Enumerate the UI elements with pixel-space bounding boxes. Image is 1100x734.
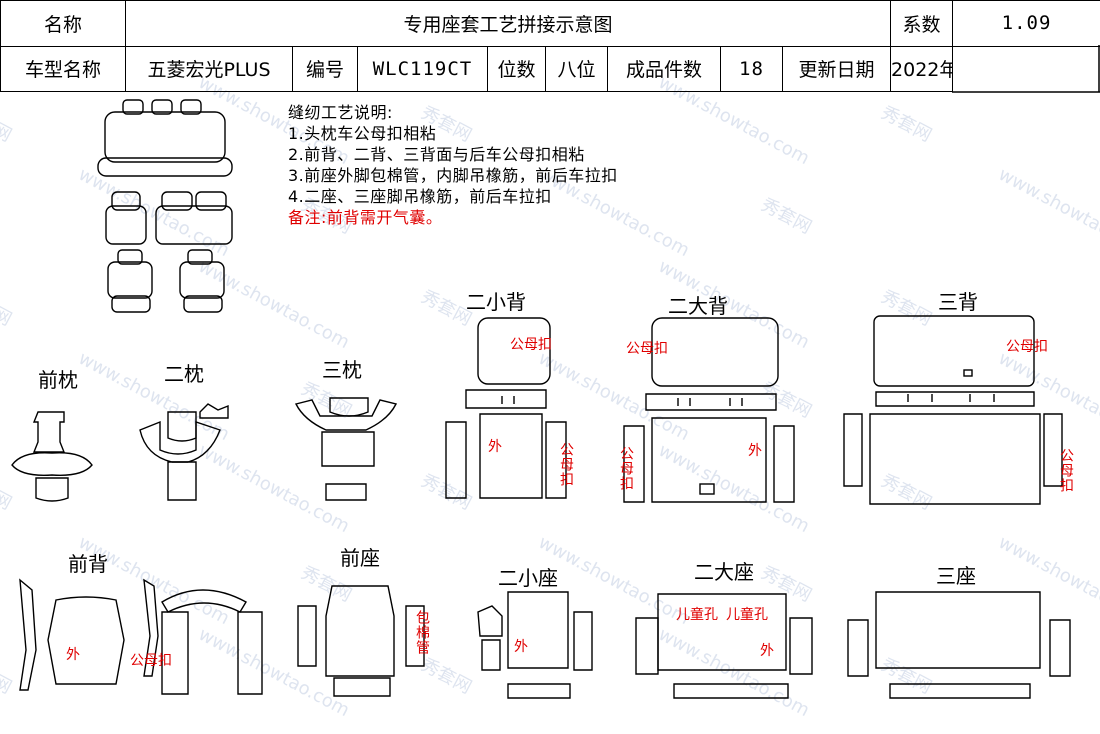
pieces-value: 18 <box>720 45 783 92</box>
annotation-snap-vertical: 公母扣 <box>618 446 634 491</box>
header-table: 名称 专用座套工艺拼接示意图 系数 1.09 车型名称 五菱宏光PLUS 编号 … <box>0 0 1100 92</box>
annotation-snap: 公母扣 <box>1006 339 1048 355</box>
update-date-value: 2022年11月17日 <box>890 45 954 92</box>
annotation-snap: 公母扣 <box>626 341 668 357</box>
annotation-foam-tube: 包棉管 <box>414 610 430 655</box>
label-front-pillow: 前枕 <box>38 368 78 392</box>
annotation-child-hole: 儿童孔 <box>676 607 718 623</box>
front-seat-pieces <box>297 585 425 697</box>
label-third-back: 三背 <box>938 290 978 314</box>
label-third-pillow: 三枕 <box>322 358 362 382</box>
coef-value: 1.09 <box>952 0 1100 47</box>
seat-overview-diagram <box>97 99 233 313</box>
annotation-snap-vertical: 公母扣 <box>1058 448 1074 493</box>
annotation-outer: 外 <box>760 643 774 659</box>
code-value: WLC119CT <box>357 45 488 92</box>
label-second-big-seat: 二大座 <box>694 560 754 584</box>
second-big-seat-pieces <box>635 593 813 699</box>
annotation-outer: 外 <box>748 443 762 459</box>
label-second-small-seat: 二小座 <box>498 566 558 590</box>
seat-count-value: 八位 <box>545 45 608 92</box>
front-back-pieces <box>19 578 263 695</box>
note-item: 1.头枕车公母扣相粘 <box>288 124 437 143</box>
seat-count-label: 位数 <box>487 45 546 92</box>
update-date-label: 更新日期 <box>781 45 892 92</box>
third-back-pieces <box>843 315 1063 505</box>
notes-title: 缝纫工艺说明: <box>288 103 393 122</box>
annotation-outer: 外 <box>66 647 80 663</box>
second-pillow-pieces <box>139 403 229 501</box>
pieces-label: 成品件数 <box>607 45 721 92</box>
name-label: 名称 <box>0 0 126 47</box>
label-second-big-back: 二大背 <box>668 294 728 318</box>
annotation-outer: 外 <box>488 439 502 455</box>
front-pillow-pieces <box>11 411 93 502</box>
note-item: 3.前座外脚包棉管，内脚吊橡筋，前后车拉扣 <box>288 166 618 185</box>
label-front-back: 前背 <box>68 552 108 576</box>
annotation-snap: 公母扣 <box>130 653 172 669</box>
annotation-snap-vertical: 公母扣 <box>558 442 574 487</box>
annotation-child-hole: 儿童孔 <box>726 607 768 623</box>
label-second-small-back: 二小背 <box>466 290 526 314</box>
notes-remark: 备注:前背需开气囊。 <box>288 208 443 227</box>
second-big-back-pieces <box>623 317 795 503</box>
annotation-outer: 外 <box>514 639 528 655</box>
label-front-seat: 前座 <box>340 546 380 570</box>
code-label: 编号 <box>292 45 358 92</box>
label-third-seat: 三座 <box>936 564 976 588</box>
second-small-back-pieces <box>445 317 567 499</box>
label-second-pillow: 二枕 <box>164 362 204 386</box>
annotation-snap: 公母扣 <box>510 337 552 353</box>
note-item: 2.前背、二背、三背面与后车公母扣相粘 <box>288 145 585 164</box>
third-seat-pieces <box>847 591 1071 699</box>
sewing-notes: 缝纫工艺说明: 1.头枕车公母扣相粘 2.前背、二背、三背面与后车公母扣相粘 3… <box>288 102 618 228</box>
second-small-seat-pieces <box>477 591 593 699</box>
sheet-title: 专用座套工艺拼接示意图 <box>124 0 892 47</box>
third-pillow-pieces <box>294 397 398 501</box>
note-item: 4.二座、三座脚吊橡筋，前后车拉扣 <box>288 187 552 206</box>
